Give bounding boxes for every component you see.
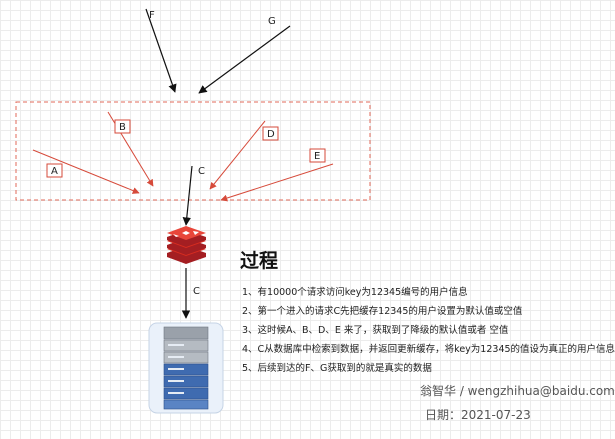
label-c-lower: C [193, 286, 200, 297]
process-heading: 过程 [240, 250, 279, 272]
redis-icon [167, 226, 206, 264]
label-e-box [309, 148, 326, 163]
label-f: F [149, 10, 155, 21]
label-b: B [119, 122, 126, 133]
arrow-g [198, 25, 291, 94]
step-item: 4、C从数据库中检索到数据，并返回更新缓存，将key为12345的值设为真正的用… [242, 344, 615, 355]
label-c-upper: C [198, 166, 205, 177]
step-item: 3、这时候A、B、D、E 来了，获取到了降级的默认值或者 空值 [242, 325, 509, 336]
step-item: 1、有10000个请求访问key为12345编号的用户信息 [242, 287, 468, 298]
date-label: 日期：2021-07-23 [425, 408, 531, 422]
server-database-icon [148, 322, 224, 414]
concurrent-requests-box [15, 101, 371, 201]
arrow-d [209, 120, 266, 190]
label-e: E [314, 151, 320, 162]
diagram-canvas: F G A B D E C C [15, 8, 371, 414]
label-g: G [268, 16, 276, 27]
step-item: 5、后续到达的F、G获取到的就是真实的数据 [242, 363, 432, 374]
step-item: 2、第一个进入的请求C先把缓存12345的用户设置为默认值或空值 [242, 306, 523, 317]
label-d: D [267, 129, 275, 140]
label-d-box [262, 126, 279, 141]
label-b-box [114, 119, 131, 134]
author-signature: 翁智华 / wengzhihua@baidu.com [420, 384, 615, 398]
arrow-c-upper [182, 165, 193, 226]
arrow-a [32, 149, 140, 194]
arrow-e [220, 163, 334, 202]
arrow-f [145, 8, 177, 93]
label-a-box [46, 163, 63, 178]
label-a: A [51, 166, 58, 177]
